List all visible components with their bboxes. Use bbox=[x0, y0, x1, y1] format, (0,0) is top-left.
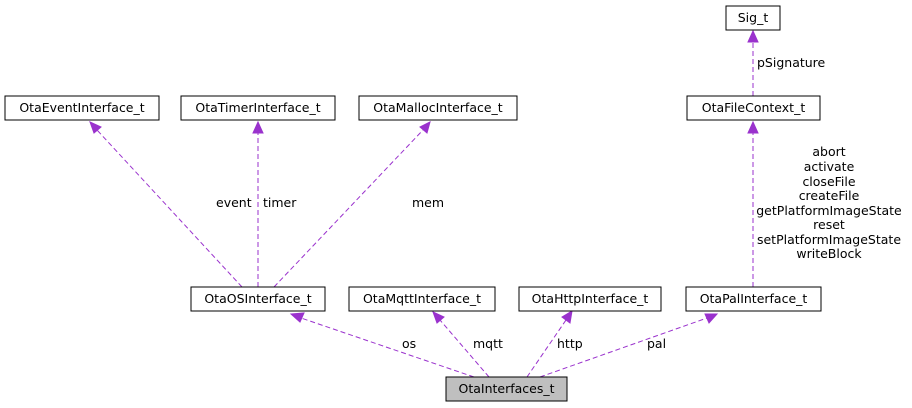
node-ota-file-context[interactable]: OtaFileContext_t bbox=[686, 95, 821, 121]
node-ota-event-interface[interactable]: OtaEventInterface_t bbox=[4, 95, 160, 121]
pal-function-label: activate bbox=[804, 159, 855, 174]
node-ota-pal-interface[interactable]: OtaPalInterface_t bbox=[685, 286, 822, 312]
edge-http bbox=[526, 310, 573, 378]
edge-mem bbox=[273, 121, 431, 288]
pal-function-label: closeFile bbox=[802, 174, 855, 189]
node-sig[interactable]: Sig_t bbox=[725, 5, 781, 31]
edge-timer bbox=[252, 120, 264, 287]
pal-function-label: writeBlock bbox=[796, 246, 862, 261]
node-label: OtaTimerInterface_t bbox=[195, 100, 320, 115]
node-ota-http-interface[interactable]: OtaHttpInterface_t bbox=[518, 286, 662, 312]
node-ota-mqtt-interface[interactable]: OtaMqttInterface_t bbox=[348, 286, 496, 312]
edge-label-pal-functions: abort activate closeFile createFile getP… bbox=[756, 144, 902, 261]
edge-label-event: event bbox=[216, 195, 252, 210]
edge-label-mqtt: mqtt bbox=[473, 336, 503, 351]
edge-os bbox=[289, 312, 475, 378]
edge-label-timer: timer bbox=[263, 195, 297, 210]
edge-pal bbox=[539, 313, 719, 378]
pal-function-label: abort bbox=[812, 144, 845, 159]
edge-label-mem: mem bbox=[412, 195, 444, 210]
pal-function-label: getPlatformImageState bbox=[756, 203, 902, 218]
node-ota-interfaces[interactable]: OtaInterfaces_t bbox=[445, 376, 568, 402]
edge-label-os: os bbox=[402, 336, 416, 351]
node-label: OtaOSInterface_t bbox=[204, 291, 311, 306]
edge-pal-functions bbox=[747, 120, 759, 287]
edge-mqtt bbox=[432, 311, 490, 378]
node-label: OtaFileContext_t bbox=[702, 100, 806, 115]
node-label: OtaPalInterface_t bbox=[700, 291, 808, 306]
edge-label-http: http bbox=[557, 336, 583, 351]
pal-function-label: createFile bbox=[799, 188, 860, 203]
node-ota-malloc-interface[interactable]: OtaMallocInterface_t bbox=[358, 95, 518, 121]
node-label: OtaMqttInterface_t bbox=[363, 291, 481, 306]
node-label: OtaHttpInterface_t bbox=[532, 291, 649, 306]
edge-p-signature bbox=[747, 29, 759, 96]
node-ota-timer-interface[interactable]: OtaTimerInterface_t bbox=[180, 95, 336, 121]
edge-label-p-signature: pSignature bbox=[757, 55, 826, 70]
edge-label-pal: pal bbox=[647, 336, 666, 351]
node-label: OtaInterfaces_t bbox=[458, 381, 554, 396]
node-label: OtaEventInterface_t bbox=[19, 100, 144, 115]
node-label: OtaMallocInterface_t bbox=[373, 100, 503, 115]
edge-event bbox=[89, 121, 243, 288]
node-ota-os-interface[interactable]: OtaOSInterface_t bbox=[190, 286, 326, 312]
pal-function-label: setPlatformImageState bbox=[757, 232, 901, 247]
pal-function-label: reset bbox=[813, 217, 845, 232]
node-label: Sig_t bbox=[738, 10, 769, 25]
